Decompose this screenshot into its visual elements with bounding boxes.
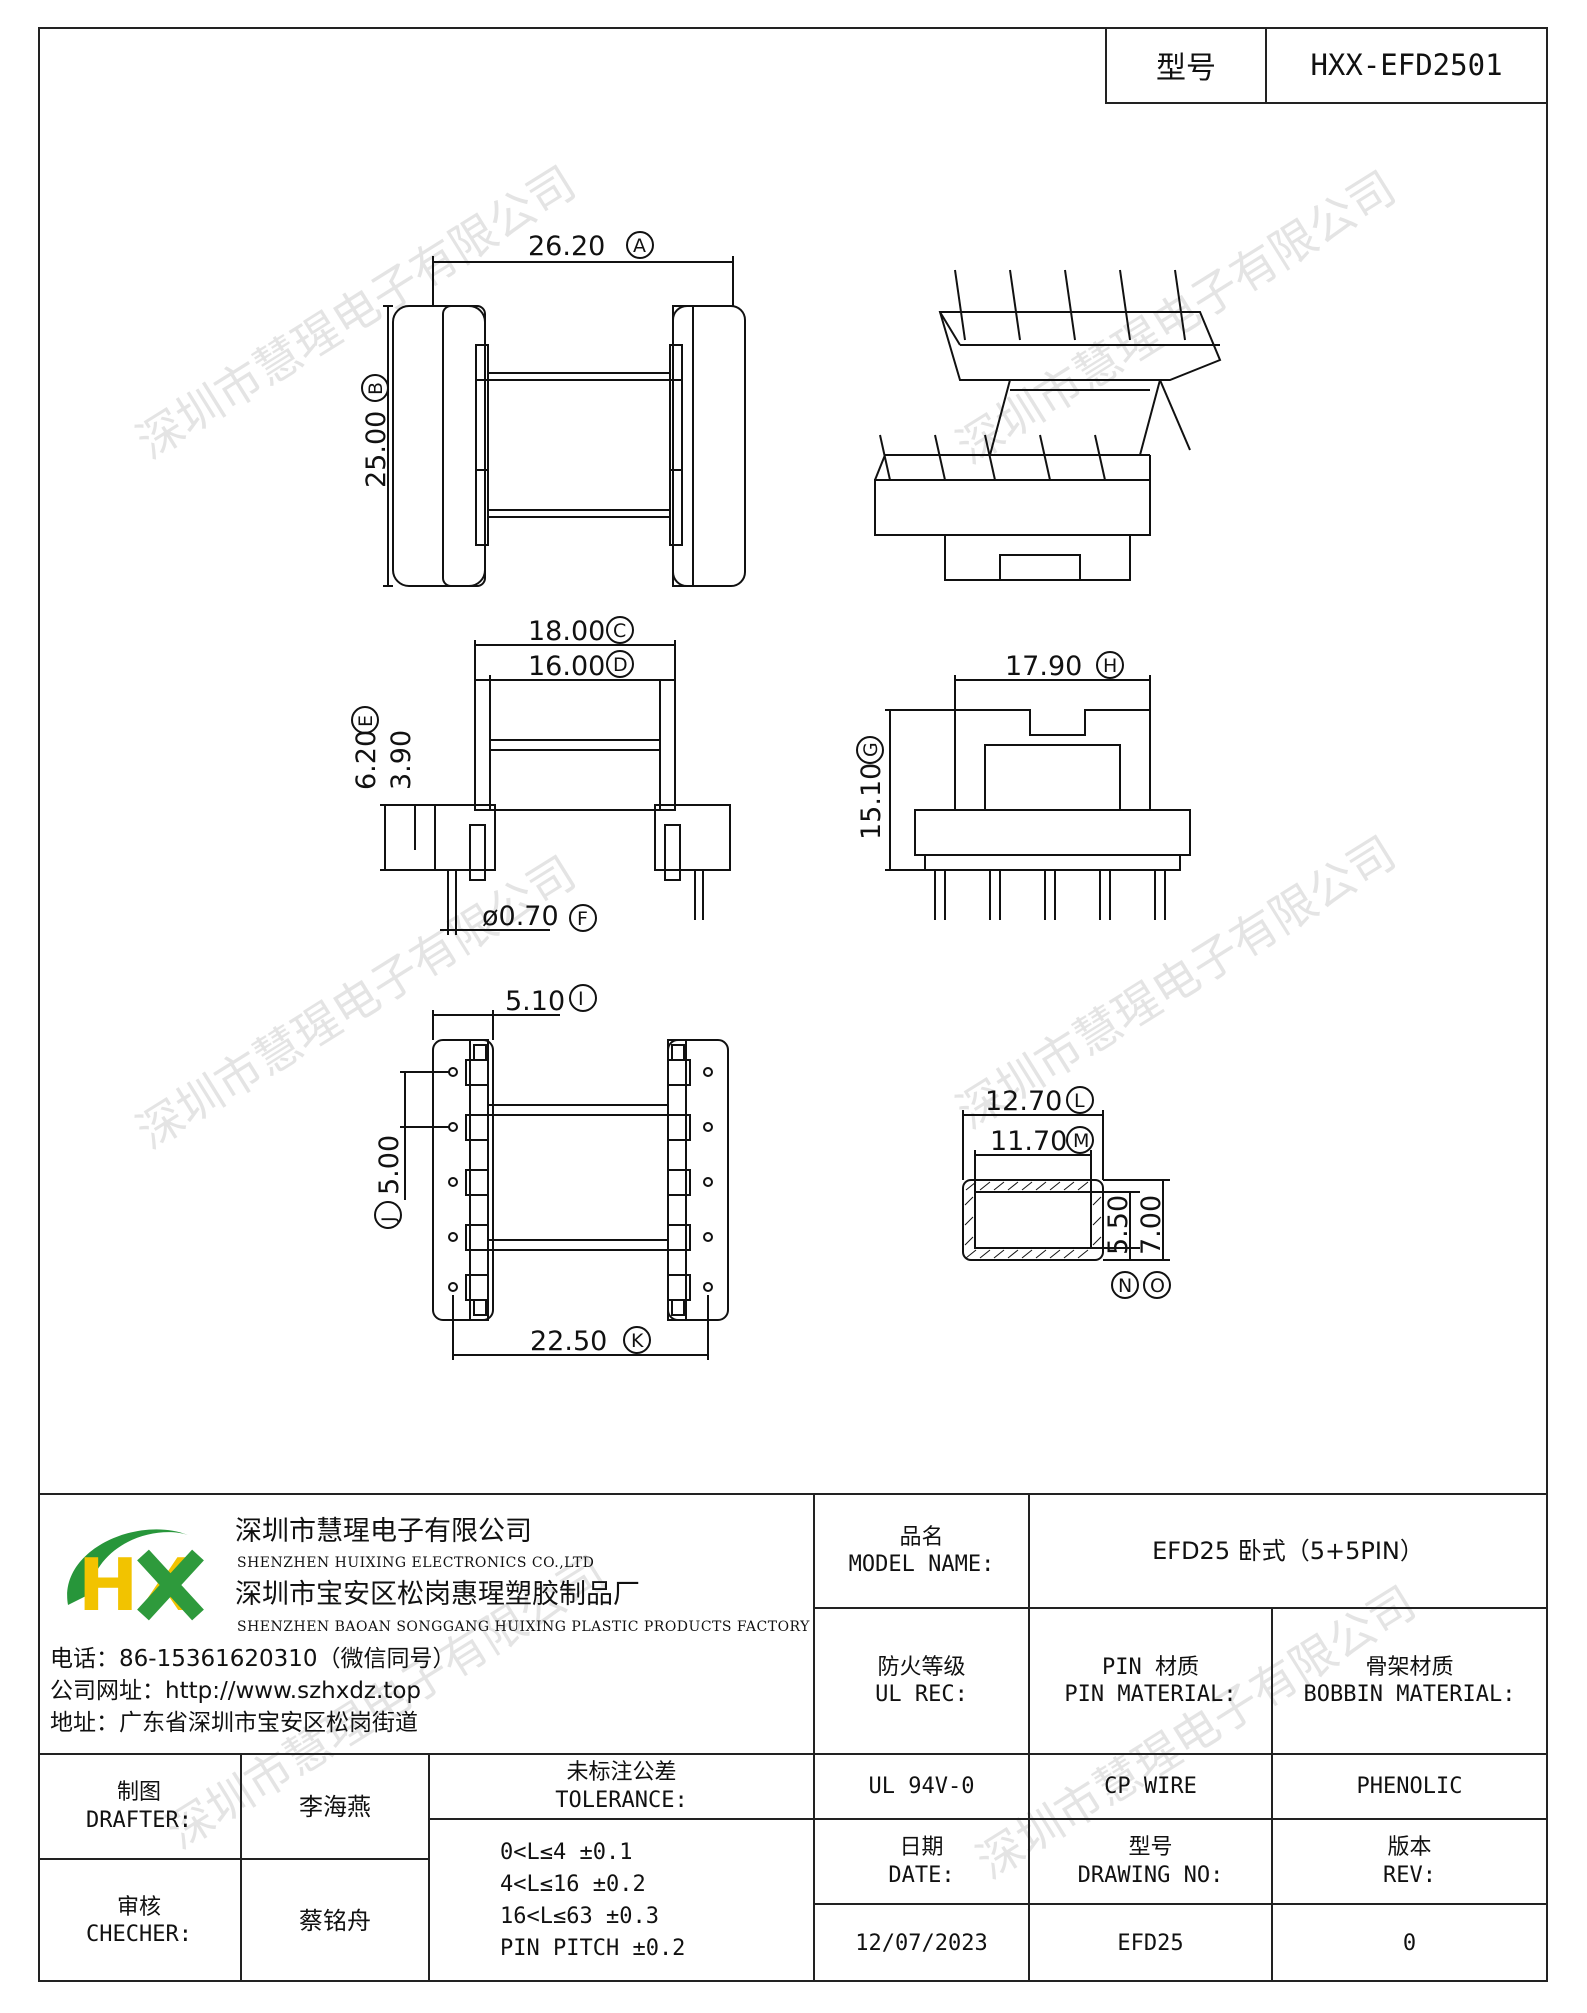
- logo-x-mark: [137, 1549, 204, 1621]
- drawing-sheet-border: [38, 27, 1548, 1982]
- model-name-label: 品名 MODEL NAME:: [813, 1495, 1028, 1607]
- title-block: HX 深圳市慧瑆电子有限公司 SHENZHEN HUIXING ELECTRON…: [38, 1493, 1548, 1982]
- checker-label: 审核 CHECHER:: [38, 1858, 240, 1982]
- pin-material-value: CP WIRE: [1028, 1753, 1271, 1818]
- bobbin-material-value: PHENOLIC: [1271, 1753, 1546, 1818]
- ul-rec-en: UL REC:: [875, 1682, 968, 1707]
- company-info: HX 深圳市慧瑆电子有限公司 SHENZHEN HUIXING ELECTRON…: [38, 1495, 813, 1753]
- drawing-no-label: 型号 DRAWING NO:: [1028, 1818, 1271, 1903]
- marker-D: D: [613, 654, 628, 676]
- checker-value: 蔡铭舟: [240, 1858, 428, 1982]
- side-view: 18.00 C 16.00 D 6.20 E 3.90 ø0.70 F: [351, 616, 731, 935]
- model-name-value: EFD25 卧式（5+5PIN）: [1028, 1495, 1546, 1607]
- marker-H: H: [1103, 655, 1117, 677]
- marker-J: J: [378, 1216, 400, 1223]
- factory-name-en: SHENZHEN BAOAN SONGGANG HUIXING PLASTIC …: [237, 1619, 810, 1635]
- marker-A: A: [633, 235, 646, 257]
- factory-name-cn: 深圳市宝安区松岗惠瑆塑胶制品厂: [235, 1579, 640, 1610]
- dim-K-value: 22.50: [530, 1326, 607, 1357]
- model-name-cn: 品名: [899, 1524, 944, 1550]
- bobbin-material-en: BOBBIN MATERIAL:: [1303, 1682, 1516, 1707]
- dim-D-value: 16.00: [528, 651, 605, 682]
- checker-cn: 审核: [116, 1894, 161, 1920]
- company-logo-icon: HX: [67, 1529, 204, 1627]
- marker-K: K: [631, 1330, 644, 1352]
- tolerance-cn: 未标注公差: [566, 1760, 677, 1785]
- marker-M: M: [1073, 1130, 1089, 1152]
- marker-L: L: [1074, 1090, 1085, 1112]
- company-phone: 电话：86-15361620310（微信同号）: [50, 1646, 456, 1672]
- pin-material-cn: PIN 材质: [1102, 1654, 1199, 1680]
- bottom-view: 5.10 I 5.00 J 22.50 K: [374, 984, 729, 1360]
- pin-material-label: PIN 材质 PIN MATERIAL:: [1028, 1607, 1271, 1753]
- bobbin-material-label: 骨架材质 BOBBIN MATERIAL:: [1271, 1607, 1546, 1753]
- tolerance-row-1: 0<L≤4 ±0.1: [500, 1840, 633, 1866]
- tolerance-label: 未标注公差 TOLERANCE:: [428, 1753, 813, 1818]
- checker-en: CHECHER:: [86, 1922, 192, 1947]
- marker-O: O: [1150, 1275, 1165, 1297]
- marker-F: F: [577, 908, 588, 930]
- dim-C-value: 18.00: [528, 616, 605, 647]
- ul-rec-cn: 防火等级: [877, 1654, 966, 1680]
- dim-G-value: 15.10: [856, 763, 887, 840]
- watermark-1: 深圳市慧瑆电子有限公司: [127, 155, 585, 469]
- company-name-cn: 深圳市慧瑆电子有限公司: [235, 1516, 532, 1547]
- model-value: HXX-EFD2501: [1310, 47, 1503, 82]
- model-number-box: 型号 HXX-EFD2501: [1105, 27, 1548, 104]
- drawing-no-value: EFD25: [1028, 1903, 1271, 1982]
- ul-value: UL 94V-0: [813, 1753, 1028, 1818]
- dim-E2-value: 3.90: [386, 730, 417, 790]
- marker-C: C: [613, 620, 626, 642]
- tolerance-en: TOLERANCE:: [555, 1787, 688, 1813]
- marker-B: B: [365, 382, 387, 395]
- dim-M-value: 11.70: [990, 1126, 1067, 1157]
- company-name-en: SHENZHEN HUIXING ELECTRONICS CO.,LTD: [237, 1555, 595, 1571]
- tolerance-row-2: 4<L≤16 ±0.2: [500, 1872, 646, 1898]
- rev-label: 版本 REV:: [1271, 1818, 1546, 1903]
- marker-G: G: [860, 742, 882, 757]
- drawing-no-cn: 型号: [1128, 1835, 1173, 1860]
- date-label: 日期 DATE:: [813, 1818, 1028, 1903]
- company-address: 地址：广东省深圳市宝安区松岗街道: [50, 1710, 418, 1736]
- model-label: 型号: [1107, 27, 1267, 102]
- dim-H-value: 17.90: [1005, 651, 1082, 682]
- dim-I-value: 5.10: [505, 986, 565, 1017]
- section-view: 12.70 L 11.70 M 5.50 7.00 N O: [962, 1086, 1171, 1299]
- rev-en: REV:: [1383, 1862, 1436, 1888]
- model-name-en: MODEL NAME:: [848, 1552, 995, 1577]
- pin-material-en: PIN MATERIAL:: [1064, 1682, 1237, 1707]
- top-view: 26.20 A 25.00 B: [361, 231, 746, 587]
- dim-J-value: 5.00: [374, 1135, 405, 1195]
- bobbin-material-cn: 骨架材质: [1365, 1654, 1454, 1680]
- logo-swoosh: [67, 1529, 188, 1605]
- dim-E-value: 6.20: [351, 730, 382, 790]
- date-cn: 日期: [899, 1835, 944, 1860]
- tolerance-list: 0<L≤4 ±0.1 4<L≤16 ±0.2 16<L≤63 ±0.3 PIN …: [428, 1818, 813, 1982]
- dim-L-value: 12.70: [985, 1086, 1062, 1117]
- ul-rec-label: 防火等级 UL REC:: [813, 1607, 1028, 1753]
- company-website: 公司网址：http://www.szhxdz.top: [50, 1678, 422, 1704]
- date-en: DATE:: [888, 1862, 955, 1888]
- drafter-label: 制图 DRAFTER:: [38, 1753, 240, 1858]
- tolerance-row-4: PIN PITCH ±0.2: [500, 1935, 686, 1961]
- dim-A-value: 26.20: [528, 231, 605, 262]
- drafter-value: 李海燕: [240, 1753, 428, 1858]
- drawing-no-en: DRAWING NO:: [1077, 1862, 1224, 1888]
- dim-B-value: 25.00: [361, 411, 392, 488]
- rev-value: 0: [1271, 1903, 1546, 1982]
- tolerance-row-3: 16<L≤63 ±0.3: [500, 1904, 659, 1929]
- marker-E: E: [355, 715, 377, 727]
- drafter-cn: 制图: [116, 1780, 161, 1805]
- front-view: 17.90 H 15.10 G: [856, 651, 1191, 920]
- rev-cn: 版本: [1387, 1835, 1432, 1860]
- dim-N-value: 5.50: [1103, 1195, 1134, 1255]
- dim-O-value: 7.00: [1136, 1195, 1167, 1255]
- isometric-view: [874, 269, 1222, 581]
- date-value: 12/07/2023: [813, 1903, 1028, 1982]
- drafter-en: DRAFTER:: [86, 1807, 192, 1833]
- marker-I: I: [578, 988, 584, 1010]
- marker-N: N: [1118, 1275, 1132, 1297]
- dim-F-value: ø0.70: [482, 901, 559, 932]
